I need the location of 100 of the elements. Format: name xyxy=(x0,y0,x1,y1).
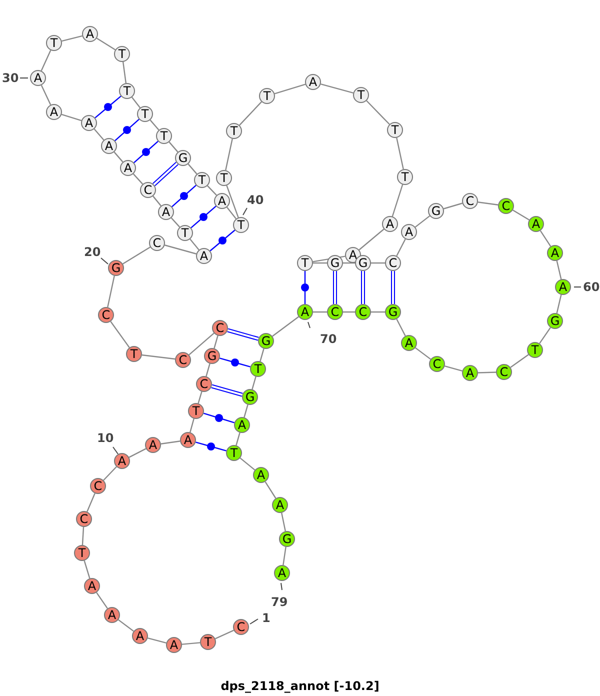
caption: dps_2118_annot [-10.2] xyxy=(220,679,380,693)
nucleotide: G xyxy=(327,255,343,271)
nucleotide: A xyxy=(158,204,174,220)
position-number: 30 xyxy=(2,71,19,85)
base-pair-line xyxy=(226,328,260,341)
backbone-line xyxy=(444,366,462,372)
nucleotide: C xyxy=(149,235,165,251)
nucleotide: C xyxy=(90,478,106,494)
backbone-line xyxy=(371,311,385,313)
nucleotide: T xyxy=(259,88,275,104)
backbone-line xyxy=(206,364,210,376)
position-number: 10 xyxy=(97,431,114,445)
nucleotide: G xyxy=(204,348,220,364)
backbone-line xyxy=(244,404,248,418)
base-pair-line xyxy=(114,118,140,142)
nucleotide: C xyxy=(462,193,478,209)
base-pair-line xyxy=(304,271,306,304)
nucleotide: A xyxy=(214,193,230,209)
backbone-line xyxy=(556,294,562,314)
backbone-line xyxy=(215,630,234,640)
backbone-line xyxy=(343,262,355,264)
nucleotide: C xyxy=(140,182,156,198)
nucleotide: A xyxy=(274,565,290,581)
nucleotide: A xyxy=(81,115,97,131)
nucleotide: A xyxy=(104,607,120,623)
backbone-line xyxy=(150,120,160,130)
backbone-line xyxy=(512,210,530,220)
nucleotide: A xyxy=(528,216,544,232)
nucleotide: A xyxy=(114,453,130,469)
nucleotide: G xyxy=(355,255,371,271)
backbone-line xyxy=(396,318,406,336)
backbone-line xyxy=(122,62,127,84)
nucleotide: A xyxy=(101,138,117,154)
nucleotide: A xyxy=(297,304,313,320)
backbone-line xyxy=(122,246,150,264)
nucleotide: C xyxy=(196,376,212,392)
nucleotide: T xyxy=(177,225,193,241)
nucleotide: A xyxy=(547,245,563,261)
nucleotide: G xyxy=(242,389,258,405)
nucleotide: A xyxy=(46,104,62,120)
backbone-line xyxy=(132,174,144,184)
backbone-line xyxy=(118,619,134,632)
base-pair-line xyxy=(134,140,158,164)
nucleotide: A xyxy=(555,279,571,295)
backbone-line xyxy=(170,218,180,228)
backbone-line xyxy=(152,196,162,206)
base-pair-line xyxy=(196,442,226,452)
nucleotide: T xyxy=(188,403,204,419)
backbone-line xyxy=(225,138,233,170)
position-number: 70 xyxy=(320,332,337,346)
backbone-line xyxy=(272,316,299,337)
backbone-line xyxy=(414,215,430,228)
position-number: 60 xyxy=(583,280,600,294)
backbone-line xyxy=(107,276,115,308)
backbone-line xyxy=(226,185,239,218)
backbone-line xyxy=(164,244,196,254)
backbone-line xyxy=(415,347,431,360)
nucleotide: T xyxy=(137,106,153,122)
nucleotide: C xyxy=(76,511,92,527)
position-number: 20 xyxy=(84,245,101,259)
nucleotide: A xyxy=(30,70,46,86)
backbone-line xyxy=(190,418,194,432)
backbone-line xyxy=(236,432,240,446)
backbone-line xyxy=(312,256,346,262)
backbone-line xyxy=(396,238,406,256)
nucleotide: A xyxy=(120,160,136,176)
backbone-line xyxy=(198,392,202,404)
nucleotide: C xyxy=(355,304,371,320)
nucleotide: T xyxy=(297,255,313,271)
backbone-line xyxy=(264,481,276,499)
backbone-line xyxy=(282,546,286,566)
nucleotide: A xyxy=(382,216,398,232)
backbone-line xyxy=(510,354,529,368)
backbone-line xyxy=(214,336,218,348)
nucleotide: G xyxy=(385,304,401,320)
backbone-line xyxy=(320,84,354,94)
backbone-line xyxy=(540,230,552,247)
nucleotide: T xyxy=(119,83,135,99)
backbone-line xyxy=(40,84,52,106)
backbone-line xyxy=(61,114,82,122)
nucleotide: A xyxy=(84,578,100,594)
nucleotide: T xyxy=(250,361,266,377)
backbone-line xyxy=(110,321,130,348)
nucleotide: A xyxy=(145,437,161,453)
nucleotide: A xyxy=(305,74,321,90)
backbone-line xyxy=(168,142,178,152)
nucleotide: C xyxy=(233,619,249,635)
backbone-line xyxy=(313,311,327,313)
backbone-line xyxy=(313,262,327,264)
base-pair-line xyxy=(172,184,196,208)
nucleotide: G xyxy=(108,260,124,276)
nucleotide: T xyxy=(126,346,142,362)
backbone-line xyxy=(478,202,498,206)
backbone-line xyxy=(240,458,256,470)
backbone-line xyxy=(94,128,104,140)
backbone-line xyxy=(556,260,562,280)
nucleotide: C xyxy=(327,304,343,320)
nucleotide: T xyxy=(226,123,242,139)
backbone-line xyxy=(274,84,306,94)
backbone-line xyxy=(182,642,200,645)
